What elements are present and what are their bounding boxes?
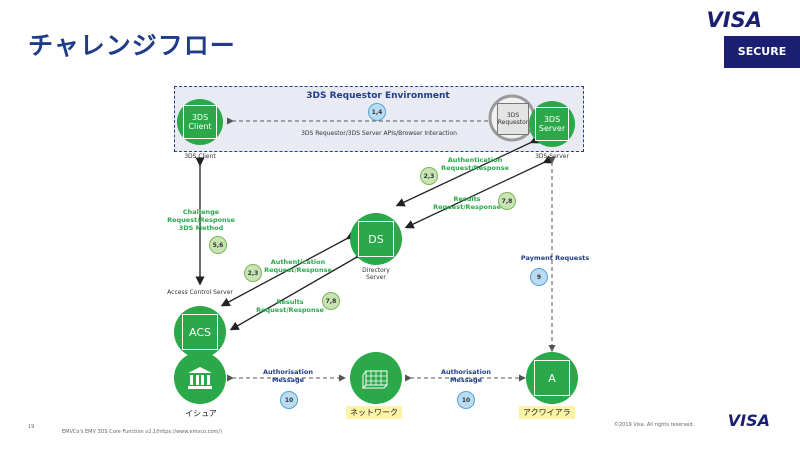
acquirer-label: アクワイアラ	[519, 406, 575, 419]
acs-label: Access Control Server	[167, 289, 233, 296]
results-bottom-label: Results Request/Response	[256, 298, 324, 314]
authorisation-right-label: Authorisation Message	[441, 368, 491, 384]
visa-logo-bottom: VISA	[727, 411, 770, 430]
sds-client-inner: 3DS Client	[183, 105, 217, 139]
page-number: 19	[28, 424, 35, 430]
requestor-node: 3DS Requestor	[497, 103, 529, 135]
results-bottom-badge: 7,8	[322, 292, 340, 310]
ds-label: Directory Server	[362, 267, 390, 281]
authorisation-left-badge: 10	[280, 391, 298, 409]
authorisation-right-badge: 10	[457, 391, 475, 409]
ds-node: DS	[350, 213, 402, 265]
acs-inner: ACS	[182, 314, 218, 350]
issuer-label: イシュア	[185, 409, 217, 418]
network-grid-icon	[362, 370, 388, 389]
interaction-label: 3DS Requestor/3DS Server APIs/Browser In…	[301, 130, 457, 137]
server-ds-results-arrow	[404, 155, 553, 229]
network-node	[350, 352, 402, 404]
sds-server-inner: 3DS Server	[535, 107, 569, 141]
network-label: ネットワーク	[346, 406, 402, 419]
challenge-label: Challenge Request/Response 3DS Method	[167, 208, 235, 232]
copyright: ©2019 Visa. All rights reserved.	[614, 422, 695, 428]
interaction-badge: 1,4	[368, 103, 386, 121]
environment-title: 3DS Requestor Environment	[306, 91, 450, 101]
acquirer-inner: A	[534, 360, 570, 396]
sds-server-node: 3DS Server	[529, 101, 575, 147]
results-top-badge: 7,8	[498, 192, 516, 210]
bank-icon	[188, 367, 212, 389]
auth-top-label: Authentication Request/Response	[441, 156, 509, 172]
results-top-label: Results Request/Response	[433, 195, 501, 211]
acs-node: ACS	[174, 306, 226, 358]
payment-badge: 9	[530, 268, 548, 286]
footer-source: EMVCo's EMV 3DS Core Function v2.1(https…	[62, 429, 223, 435]
payment-label: Payment Requests	[520, 254, 590, 262]
auth-top-badge: 2,3	[420, 167, 438, 185]
visa-logo-top: VISA	[706, 8, 762, 32]
page-title: チャレンジフロー	[28, 31, 236, 60]
secure-badge: SECURE	[724, 36, 800, 68]
auth-bottom-badge: 2,3	[244, 264, 262, 282]
sds-server-label: 3DS Server	[535, 153, 569, 160]
sds-client-node: 3DS Client	[177, 99, 223, 145]
authorisation-left-label: Authorisation Message	[263, 368, 313, 384]
auth-bottom-label: Authentication Request/Response	[264, 258, 332, 274]
issuer-node	[174, 352, 226, 404]
sds-client-label: 3DS Client	[184, 153, 216, 160]
acquirer-node: A	[526, 352, 578, 404]
ds-inner: DS	[358, 221, 394, 257]
ds-acs-results-arrow	[229, 249, 365, 331]
challenge-badge: 5,6	[209, 236, 227, 254]
